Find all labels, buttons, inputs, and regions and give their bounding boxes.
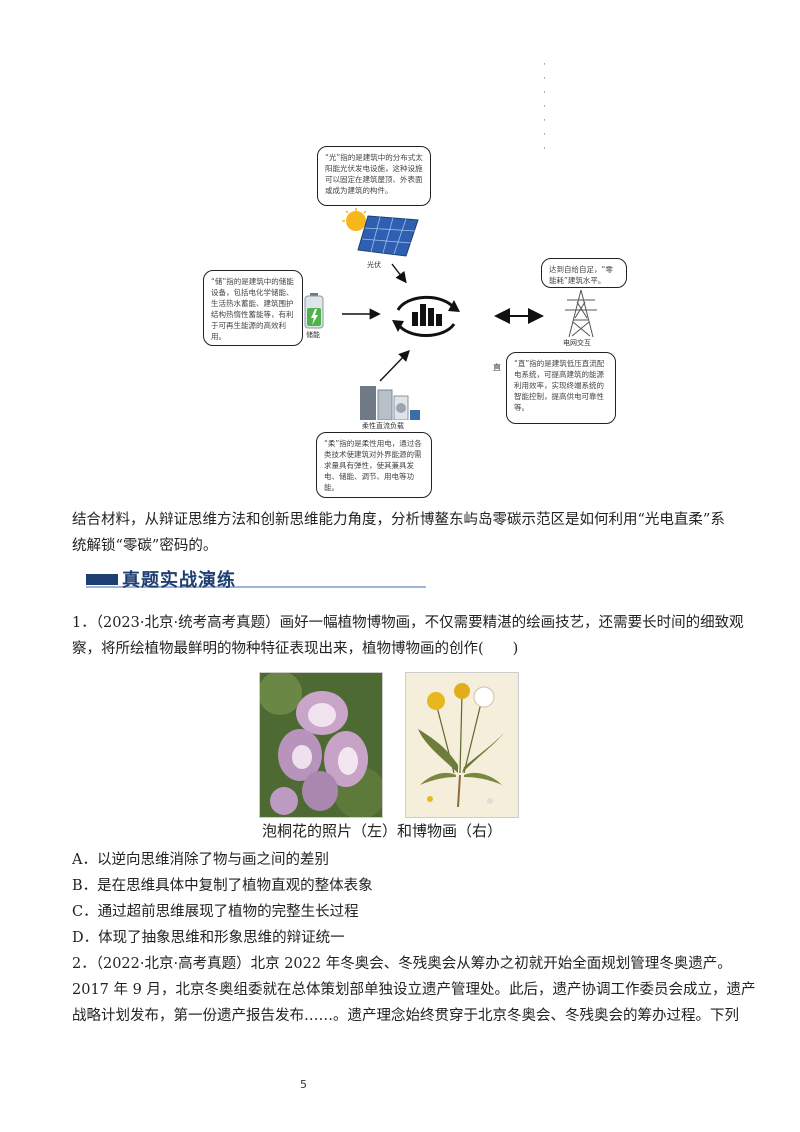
dandelion-painting-icon <box>406 673 518 817</box>
q1-stem: 察，将所绘植物最鲜明的物种特征表现出来，植物博物画的创作( ) <box>72 641 519 657</box>
question-line: 结合材料，从辩证思维方法和创新思维能力角度，分析博鳌东屿岛零碳示范区是如何利用“… <box>72 512 725 528</box>
note-grid: 达到自给自足，“零能耗”建筑水平。 <box>541 258 627 288</box>
section-header: 真题实战演练 <box>86 566 426 592</box>
power-tower-icon <box>565 290 597 338</box>
page-number: 5 <box>300 1078 307 1091</box>
option-c: C．通过超前思维展现了植物的完整生长过程 <box>72 904 359 920</box>
q2-stem: 2．（2022·北京·高考真题）北京 2022 年冬奥会、冬残奥会从筹办之初就开… <box>72 956 732 972</box>
scan-dots: ······· <box>543 60 546 154</box>
q1-stem: 1．（2023·北京·统考高考真题）画好一幅植物博物画，不仅需要精湛的绘画技艺，… <box>72 615 744 631</box>
note-guang: “光”指的是建筑中的分布式太阳能光伏发电设施，这种设施可以固定在建筑屋顶、外表面… <box>317 146 431 206</box>
question-line: 统解锁“零碳”密码的。 <box>72 538 218 554</box>
label-grid: 电网交互 <box>563 339 591 347</box>
botanical-painting <box>405 672 519 818</box>
section-title: 真题实战演练 <box>122 570 236 591</box>
label-guangfu: 光伏 <box>367 261 381 269</box>
q2-stem: 战略计划发布，第一份遗产报告发布……。遗产理念始终贯穿于北京冬奥会、冬残奥会的筹… <box>72 1008 739 1024</box>
energy-hub-icon <box>392 295 460 338</box>
paulownia-flower-icon <box>258 671 386 819</box>
option-b: B．是在思维具体中复制了植物直观的整体表象 <box>72 878 373 894</box>
section-underline <box>86 586 426 588</box>
paulownia-photo <box>258 671 386 819</box>
section-bar-icon <box>86 574 118 585</box>
note-zhi: “直”指的是建筑低压直流配电系统，可提高建筑的能源利用效率，实现终端系统的智能控… <box>506 352 616 424</box>
q2-stem: 2017 年 9 月，北京冬奥组委就在总体策划部单独设立遗产管理处。此后，遗产协… <box>72 982 756 998</box>
note-chu: “储”指的是建筑中的储能设备，包括电化学储能、生活热水蓄能、建筑围护结构热惰性蓄… <box>203 270 303 346</box>
solar-panel-icon <box>342 208 419 257</box>
figure-caption: 泡桐花的照片（左）和博物画（右） <box>262 822 503 840</box>
diagram-arrows <box>342 263 544 382</box>
option-a: A．以逆向思维消除了物与画之间的差别 <box>72 852 329 868</box>
label-chuneng: 储能 <box>306 331 320 339</box>
label-zhi: 直 <box>493 363 501 372</box>
option-d: D．体现了抽象思维和形象思维的辩证统一 <box>72 930 345 946</box>
note-rou: “柔”指的是柔性用电，通过各类技术使建筑对外界能源的需求量具有弹性，使其兼具发电… <box>316 432 432 498</box>
label-rou: 柔性直流负载 <box>362 422 404 430</box>
battery-icon <box>304 293 324 329</box>
flexible-load-icon <box>360 386 420 420</box>
